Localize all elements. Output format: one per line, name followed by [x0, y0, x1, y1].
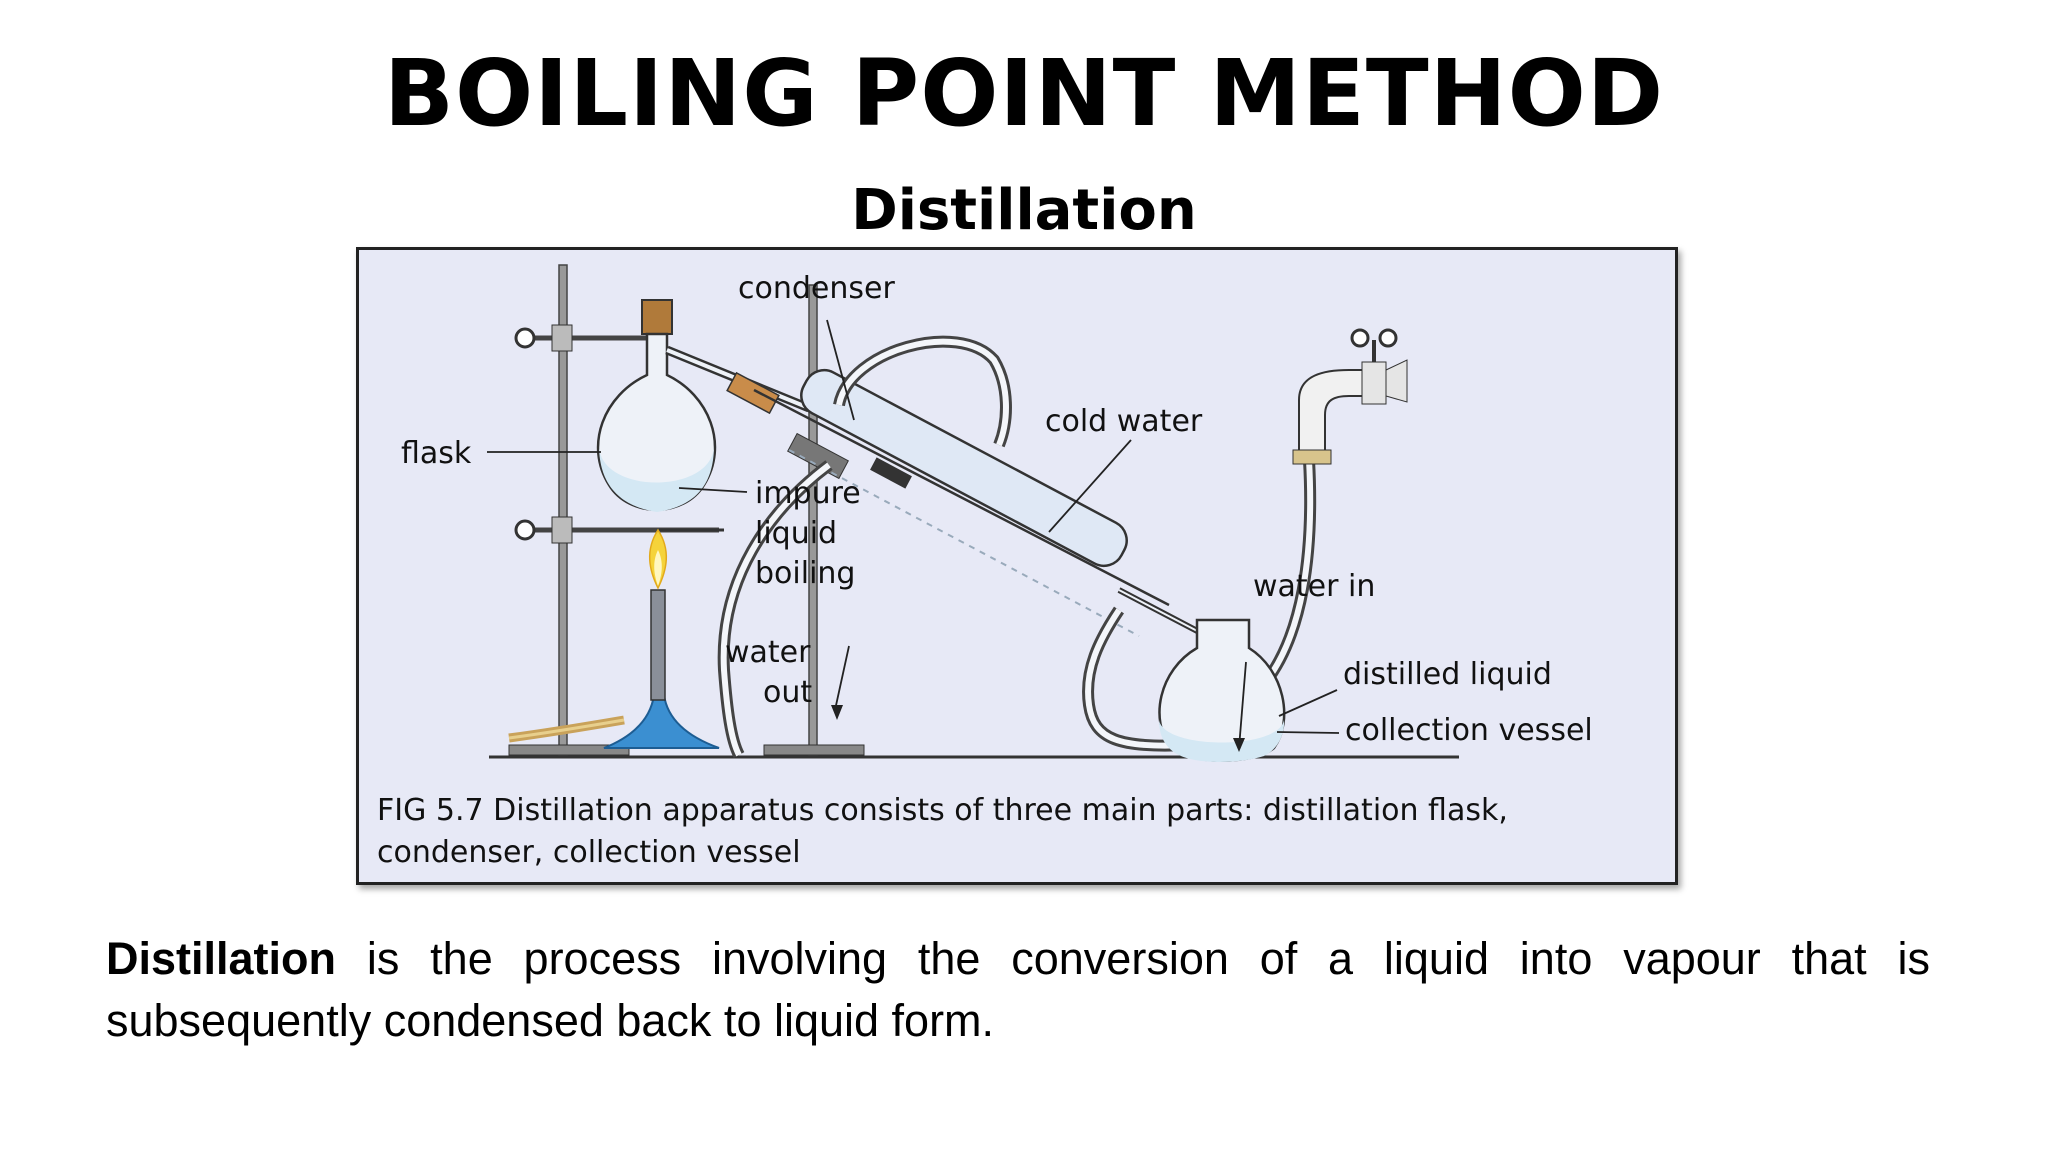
definition-term: Distillation	[106, 933, 337, 984]
arrow-water-out	[831, 705, 843, 720]
label-flask: flask	[401, 436, 472, 471]
definition-paragraph: Distillation is the process involving th…	[106, 928, 1930, 1052]
caption-line-1: FIG 5.7 Distillation apparatus consists …	[377, 793, 1508, 828]
cork	[641, 299, 673, 335]
label-condenser: condenser	[738, 271, 895, 306]
label-distilled-liquid: distilled liquid	[1343, 657, 1552, 692]
figure-caption: FIG 5.7 Distillation apparatus consists …	[377, 790, 1657, 874]
distillation-figure: condenser cold water flask impure liquid…	[356, 247, 1678, 885]
section-subtitle: Distillation	[851, 178, 1197, 243]
page-title: BOILING POINT METHOD	[383, 40, 1665, 147]
label-collection-vessel: collection vessel	[1345, 713, 1593, 748]
water-tubing	[717, 335, 1317, 758]
collection-vessel	[1158, 618, 1286, 762]
label-water-out-line1: water	[725, 635, 811, 670]
leader-lines	[487, 319, 1340, 749]
water-tap	[1292, 328, 1408, 465]
definition-text: is the process involving the conversion …	[106, 933, 1930, 1046]
retort-stand-right	[763, 284, 865, 756]
arrow-water-in	[1233, 738, 1245, 752]
label-impure-line1: impure	[755, 476, 861, 511]
distillation-apparatus-diagram: condenser cold water flask impure liquid…	[401, 264, 1593, 762]
label-impure-line3: boiling	[755, 556, 855, 591]
label-cold-water: cold water	[1045, 404, 1203, 439]
label-water-out-line2: out	[763, 675, 812, 710]
bunsen-burner	[508, 528, 720, 749]
retort-stand-left	[508, 264, 724, 756]
label-water-in: water in	[1253, 569, 1375, 604]
label-impure-line2: liquid	[755, 516, 837, 551]
caption-line-2: condenser, collection vessel	[377, 835, 801, 870]
